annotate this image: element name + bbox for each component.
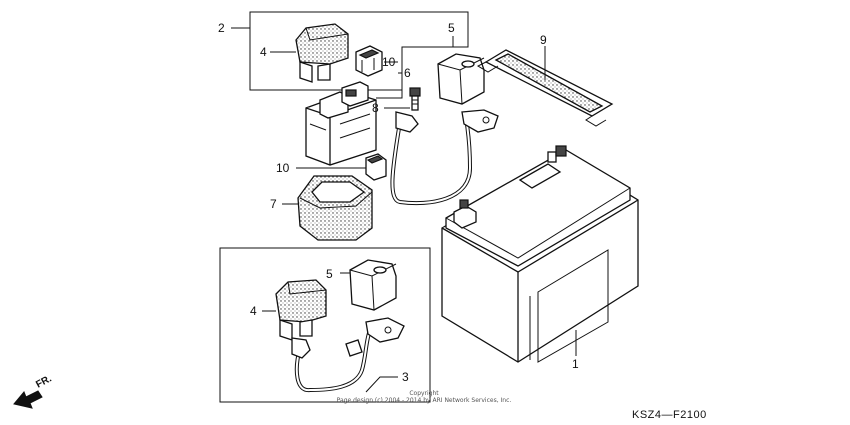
callout-5-bottom: 5 (326, 267, 333, 281)
relay-rubber-cover (297, 175, 373, 241)
callout-1: 1 (572, 357, 579, 371)
front-arrow-label: FR. (34, 373, 54, 390)
callout-5-top: 5 (448, 21, 455, 35)
fuse-top (355, 45, 383, 77)
group-box-2 (249, 11, 469, 91)
terminal-cover-bottom (275, 279, 327, 341)
terminal-cover-5-top (437, 53, 485, 105)
callout-4-bottom: 4 (250, 304, 257, 318)
diagram-code: KSZ4—F2100 (632, 409, 707, 421)
terminal-cover-top (295, 23, 349, 83)
callout-4-top: 4 (260, 45, 267, 59)
terminal-cover-5-bottom (349, 259, 397, 311)
callout-3: 3 (402, 370, 409, 384)
battery (441, 145, 639, 363)
callout-10-top: 10 (382, 55, 396, 69)
battery-cable-bottom (291, 317, 405, 393)
callout-7: 7 (270, 197, 277, 211)
callout-2: 2 (218, 21, 225, 35)
callout-8: 8 (372, 101, 379, 115)
group-box-3 (219, 247, 431, 403)
callout-6: 6 (404, 66, 411, 80)
callout-9: 9 (540, 33, 547, 47)
starter-relay (305, 81, 377, 166)
copyright-line-2: Page design (c) 2004 - 2014 by ARI Netwo… (337, 397, 512, 404)
callout-10-mid: 10 (276, 161, 290, 175)
front-direction-arrow: FR. (13, 373, 54, 409)
fuse-mid (365, 153, 387, 181)
battery-strap (476, 49, 614, 127)
bolt (409, 87, 421, 111)
copyright-line-1: Copyright (409, 390, 439, 397)
battery-cable-top (390, 109, 499, 206)
leader-lines (231, 27, 577, 393)
